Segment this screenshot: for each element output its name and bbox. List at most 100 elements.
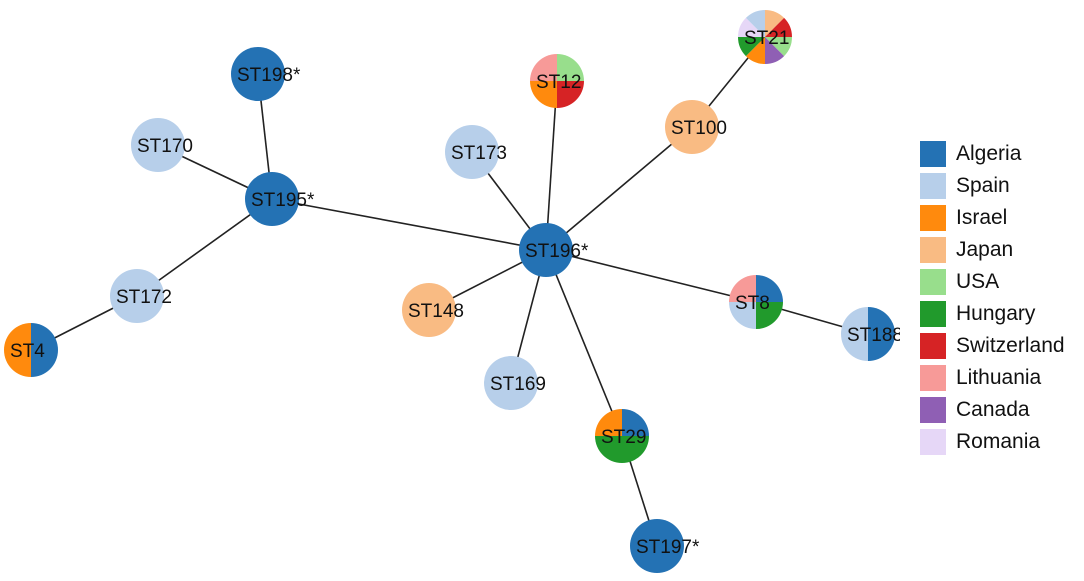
legend-label: Romania — [956, 430, 1041, 453]
node-st21: ST21 — [738, 10, 792, 64]
legend-item-spain: Spain — [920, 170, 1065, 202]
legend-swatch-romania — [920, 429, 946, 455]
legend-swatch-spain — [920, 173, 946, 199]
node-label: ST188 — [847, 325, 900, 346]
legend-item-romania: Romania — [920, 426, 1065, 458]
edge-st196-star-st29 — [545, 249, 623, 437]
legend-item-switzerland: Switzerland — [920, 330, 1065, 362]
legend-swatch-switzerland — [920, 333, 946, 359]
node-label: ST198* — [237, 65, 301, 86]
legend-swatch-algeria — [920, 141, 946, 167]
legend-item-israel: Israel — [920, 202, 1065, 234]
pie-slice-romania — [738, 17, 765, 37]
legend-swatch-israel — [920, 205, 946, 231]
node-label: ST197* — [636, 537, 700, 558]
edge-st12-st196-star — [545, 80, 558, 251]
legend-item-algeria: Algeria — [920, 138, 1065, 170]
country-legend: Algeria Spain Israel Japan USA Hungary S… — [920, 138, 1065, 458]
node-st172: ST172 — [110, 269, 172, 323]
legend-label: Israel — [956, 206, 1008, 229]
pie-slice-israel — [4, 323, 31, 377]
edge-st100-st196-star — [545, 126, 693, 251]
pie-slice-spain — [484, 356, 538, 410]
edge-st196-star-st8 — [545, 249, 757, 303]
legend-item-lithuania: Lithuania — [920, 362, 1065, 394]
legend-item-japan: Japan — [920, 234, 1065, 266]
legend-label: Lithuania — [956, 366, 1042, 389]
node-label: ST196* — [525, 241, 589, 262]
pie-slice-hungary — [756, 302, 783, 329]
node-label: ST172 — [116, 287, 172, 308]
node-st195-star: ST195* — [245, 172, 315, 226]
node-label: ST21 — [744, 28, 789, 49]
node-st29: ST29 — [595, 409, 649, 463]
node-label: ST148 — [408, 301, 464, 322]
pie-slice-switzerland — [765, 17, 792, 37]
pie-slice-usa — [765, 37, 792, 57]
pie-slice-algeria — [519, 223, 573, 277]
pie-slice-spain — [131, 118, 185, 172]
pie-slice-japan — [402, 283, 456, 337]
pie-slice-algeria — [31, 323, 58, 377]
pie-slice-lithuania — [729, 275, 756, 302]
node-st148: ST148 — [402, 283, 464, 337]
legend-label: Canada — [956, 398, 1030, 421]
pie-slice-algeria — [756, 275, 783, 302]
legend-swatch-usa — [920, 269, 946, 295]
pie-slice-algeria — [231, 47, 285, 101]
node-st173: ST173 — [445, 125, 507, 179]
legend-swatch-japan — [920, 237, 946, 263]
pie-slice-hungary — [595, 436, 649, 463]
node-label: ST100 — [671, 118, 727, 139]
pie-slice-usa — [557, 54, 584, 81]
pie-slice-switzerland — [557, 81, 584, 108]
pie-slice-algeria — [245, 172, 299, 226]
pie-slice-algeria — [622, 409, 649, 436]
node-label: ST170 — [137, 136, 193, 157]
legend-swatch-hungary — [920, 301, 946, 327]
node-st198-star: ST198* — [231, 47, 301, 101]
pie-slice-spain — [841, 307, 868, 361]
node-st170: ST170 — [131, 118, 193, 172]
pie-slice-spain — [729, 302, 756, 329]
node-label: ST29 — [601, 427, 646, 448]
legend-item-hungary: Hungary — [920, 298, 1065, 330]
node-st100: ST100 — [665, 100, 727, 154]
legend-swatch-canada — [920, 397, 946, 423]
pie-slice-algeria — [868, 307, 895, 361]
node-st196-star: ST196* — [519, 223, 589, 277]
node-st169: ST169 — [484, 356, 546, 410]
node-label: ST8 — [735, 293, 770, 314]
legend-swatch-lithuania — [920, 365, 946, 391]
node-label: ST12 — [536, 72, 581, 93]
legend-label: Hungary — [956, 302, 1036, 325]
legend-label: Switzerland — [956, 334, 1065, 357]
edge-st195-star-st172 — [136, 198, 273, 297]
pie-slice-israel — [530, 81, 557, 108]
pie-slice-japan — [665, 100, 719, 154]
node-st4: ST4 — [4, 323, 58, 377]
pie-slice-spain — [110, 269, 164, 323]
node-st188: ST188 — [841, 307, 900, 361]
node-st12: ST12 — [530, 54, 584, 108]
pie-slice-spain — [445, 125, 499, 179]
node-st8: ST8 — [729, 275, 783, 329]
node-label: ST173 — [451, 143, 507, 164]
pie-slice-israel — [595, 409, 622, 436]
legend-item-usa: USA — [920, 266, 1065, 298]
pie-slice-algeria — [630, 519, 684, 573]
node-label: ST195* — [251, 190, 315, 211]
legend-label: Algeria — [956, 142, 1022, 165]
legend-label: Japan — [956, 238, 1014, 261]
legend-label: USA — [956, 270, 1000, 293]
pie-slice-lithuania — [530, 54, 557, 81]
pie-slice-japan — [765, 10, 785, 37]
legend-label: Spain — [956, 174, 1010, 197]
pie-slice-spain — [745, 10, 765, 37]
node-label: ST169 — [490, 374, 546, 395]
node-st197-star: ST197* — [630, 519, 700, 573]
pie-slice-canada — [765, 37, 785, 64]
pie-slice-hungary — [738, 37, 765, 57]
